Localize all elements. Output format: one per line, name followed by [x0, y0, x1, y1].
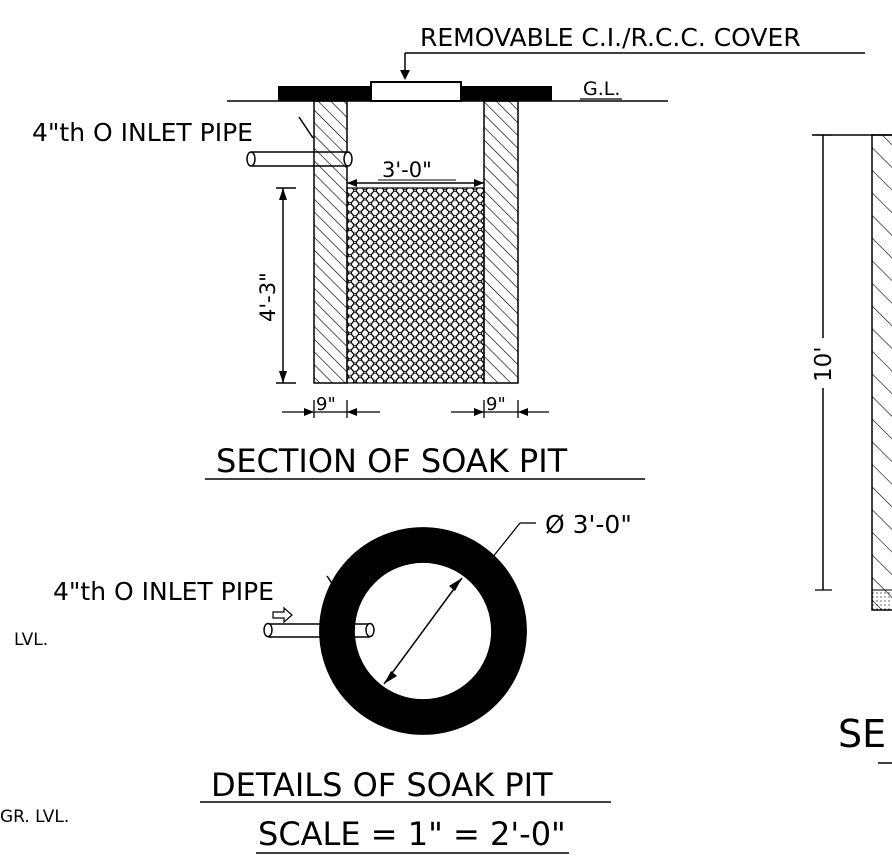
gr-lvl-label: GR. LVL.: [0, 807, 69, 827]
inlet-pipe-label: 4"th O INLET PIPE: [32, 118, 253, 147]
side-depth-dimension: 10': [811, 346, 837, 382]
right-wall: [483, 100, 519, 384]
cover-slab-right: [461, 86, 552, 101]
height-dimension: 4'-3": [256, 272, 280, 322]
section-title: SECTION OF SOAK PIT: [216, 442, 568, 480]
brickbat-filling: [346, 187, 485, 384]
ground-level-label: G.L.: [583, 78, 620, 100]
details-title: DETAILS OF SOAK PIT: [211, 766, 553, 804]
scale-label: SCALE = 1" = 2'-0": [258, 815, 566, 853]
lvl-label: LVL.: [14, 630, 48, 650]
cover-slab-left: [278, 86, 371, 101]
side-section-partial: 10' SE: [808, 134, 892, 764]
width-dimension: 3'-0": [382, 158, 432, 182]
plan-view: Ø 3'-0" 4"th O INLET PIPE DETAILS OF SOA…: [53, 510, 632, 854]
ring-wall: [320, 528, 526, 734]
plan-inlet-pipe-label: 4"th O INLET PIPE: [53, 577, 274, 606]
left-wall: [313, 100, 348, 384]
right-wall-thickness: 9": [486, 394, 506, 415]
diameter-label: Ø 3'-0": [545, 510, 632, 539]
flow-arrow-icon: [272, 606, 293, 624]
section-view: REMOVABLE C.I./R.C.C. COVER G.L. 4"th O …: [32, 23, 865, 480]
side-title-partial: SE: [838, 712, 886, 756]
left-wall-thickness: 9": [316, 394, 336, 415]
removable-cover: [370, 81, 462, 102]
cover-label: REMOVABLE C.I./R.C.C. COVER: [420, 23, 801, 52]
